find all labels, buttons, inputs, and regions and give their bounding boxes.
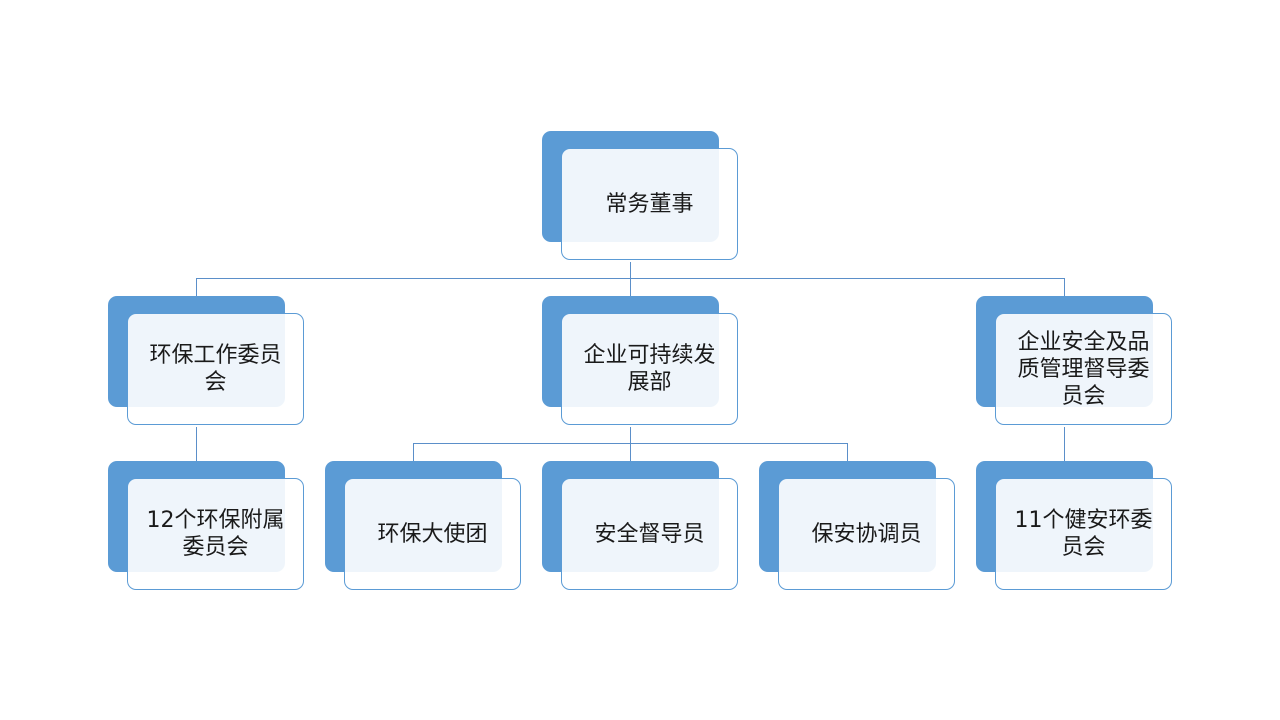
node-card: 环保大使团 (344, 478, 521, 590)
node-security-coordinators: 保安协调员 (759, 461, 957, 592)
node-card: 企业可持续发展部 (561, 313, 738, 425)
node-card: 企业安全及品质管理督导委员会 (995, 313, 1172, 425)
node-card: 常务董事 (561, 148, 738, 260)
node-card: 11个健安环委员会 (995, 478, 1172, 590)
node-executive-director: 常务董事 (542, 131, 740, 262)
node-label: 企业可持续发展部 (583, 343, 716, 395)
node-label: 企业安全及品质管理督导委员会 (1017, 329, 1150, 409)
node-card: 保安协调员 (778, 478, 955, 590)
node-label: 安全督导员 (594, 521, 705, 547)
node-card: 环保工作委员会 (127, 313, 304, 425)
node-env-ambassadors: 环保大使团 (325, 461, 523, 592)
node-label: 常务董事 (605, 191, 694, 217)
node-env-committee: 环保工作委员会 (108, 296, 306, 427)
node-label: 环保大使团 (377, 521, 488, 547)
node-card: 12个环保附属委员会 (127, 478, 304, 590)
node-env-affiliated-committees: 12个环保附属委员会 (108, 461, 306, 592)
node-sustainability-dept: 企业可持续发展部 (542, 296, 740, 427)
node-label: 12个环保附属委员会 (146, 508, 285, 560)
node-health-safety-env-committees: 11个健安环委员会 (976, 461, 1174, 592)
node-card: 安全督导员 (561, 478, 738, 590)
node-safety-supervisors: 安全督导员 (542, 461, 740, 592)
node-label: 保安协调员 (811, 521, 922, 547)
node-safety-quality-committee: 企业安全及品质管理督导委员会 (976, 296, 1174, 427)
node-label: 11个健安环委员会 (1014, 508, 1153, 560)
node-label: 环保工作委员会 (149, 343, 282, 395)
